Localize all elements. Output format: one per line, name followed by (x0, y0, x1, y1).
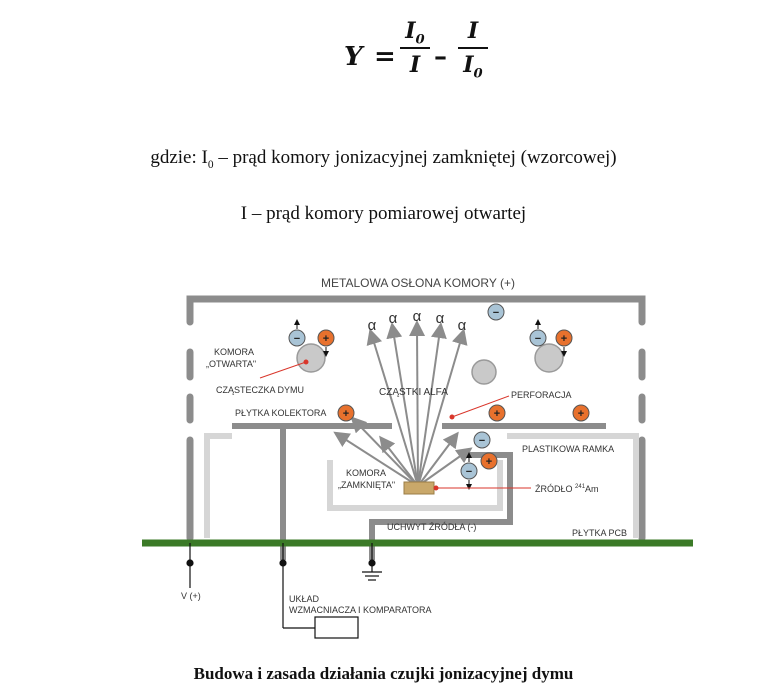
source-label: ŹRÓDŁO 241Am (535, 484, 599, 494)
fraction-2: I I0 (458, 17, 488, 82)
svg-text:+: + (578, 408, 584, 420)
smoke-particle-label: CZĄSTECZKA DYMU (216, 385, 304, 395)
positive-ion: + (337, 404, 355, 422)
svg-text:+: + (494, 408, 500, 420)
negative-ion: − (487, 303, 505, 321)
ion-arrows (294, 319, 567, 490)
positive-ion: + (488, 404, 506, 422)
smoke-particle (296, 343, 326, 373)
fraction-2-denominator-sub: 0 (473, 66, 483, 82)
negative-ion: − (288, 329, 306, 347)
open-chamber-label: KOMORA (214, 347, 254, 357)
fraction-2-denominator: I (463, 52, 474, 78)
alpha-symbols: α α α α α (368, 308, 467, 334)
positive-ion: + (555, 329, 573, 347)
svg-text:−: − (294, 333, 300, 345)
definition-line-2: I – prąd komory pomiarowej otwartej (240, 203, 527, 224)
closed-chamber-label: KOMORA (346, 468, 386, 478)
alpha-symbol: α (458, 317, 467, 334)
leads (186, 543, 382, 629)
amplifier-box (314, 616, 359, 639)
positive-ion: + (317, 329, 335, 347)
fraction-2-numerator: I (467, 18, 479, 44)
alpha-particles-label: CZĄSTKI ALFA (379, 387, 448, 398)
alpha-symbol: α (389, 310, 398, 327)
amplifier-label: UKŁAD (289, 594, 320, 604)
closed-chamber-label: „ZAMKNIĘTA" (338, 480, 395, 490)
svg-text:+: + (561, 333, 567, 345)
formula-equals: = (374, 42, 396, 72)
alpha-symbol: α (413, 308, 422, 325)
plastic-frame-label: PLASTIKOWA RAMKA (522, 444, 614, 454)
svg-text:−: − (479, 435, 485, 447)
smoke-detector-diagram: METALOWA OSŁONA KOMORY (+) α α (142, 276, 693, 639)
positive-ion: + (480, 452, 498, 470)
smoke-particle (534, 343, 564, 373)
smoke-particle (471, 359, 497, 385)
svg-text:+: + (343, 408, 349, 420)
source-holder-label: UCHWYT ŹRÓDŁA (-) (387, 522, 476, 532)
open-chamber-label: „OTWARTA" (206, 359, 256, 369)
callout-lines (259, 359, 531, 491)
formula-minus: – (434, 42, 447, 72)
definition-line-1: gdzie: I0 – prąd komory jonizacyjnej zam… (150, 147, 617, 171)
ions: − + − − + + + + (288, 303, 590, 480)
fraction-1-numerator: I (405, 18, 416, 44)
svg-text:−: − (535, 333, 541, 345)
figure-caption: Budowa i zasada działania czujki jonizac… (193, 664, 574, 683)
svg-text:−: − (466, 466, 472, 478)
alpha-symbol: α (436, 310, 445, 327)
alpha-symbol: α (368, 317, 377, 334)
fraction-1: I0 I (400, 17, 430, 79)
v-plus-label: V (+) (181, 591, 201, 601)
alpha-rays (333, 320, 473, 487)
svg-text:+: + (323, 333, 329, 345)
collector-plate-label: PŁYTKA KOLEKTORA (235, 408, 326, 418)
svg-text:−: − (493, 307, 499, 319)
radiation-source (403, 481, 435, 495)
formula: Y = I0 I – I I0 (330, 15, 500, 105)
negative-ion: − (529, 329, 547, 347)
metal-shield (186, 295, 646, 542)
amplifier-label: WZMACNIACZA I KOMPARATORA (289, 605, 432, 615)
negative-ion: − (460, 462, 478, 480)
pcb-label: PŁYTKA PCB (572, 528, 627, 538)
fraction-1-denominator: I (409, 52, 421, 78)
formula-lhs: Y (344, 42, 363, 72)
positive-ion: + (572, 404, 590, 422)
perforation-label: PERFORACJA (511, 390, 572, 400)
diagram-labels: KOMORA „OTWARTA" CZĄSTECZKA DYMU CZĄSTKI… (206, 347, 627, 538)
negative-ion: − (473, 431, 491, 449)
shield-label: METALOWA OSŁONA KOMORY (+) (321, 276, 515, 290)
svg-text:+: + (486, 456, 492, 468)
fraction-1-numerator-sub: 0 (415, 32, 425, 48)
plastic-frame (204, 433, 639, 538)
